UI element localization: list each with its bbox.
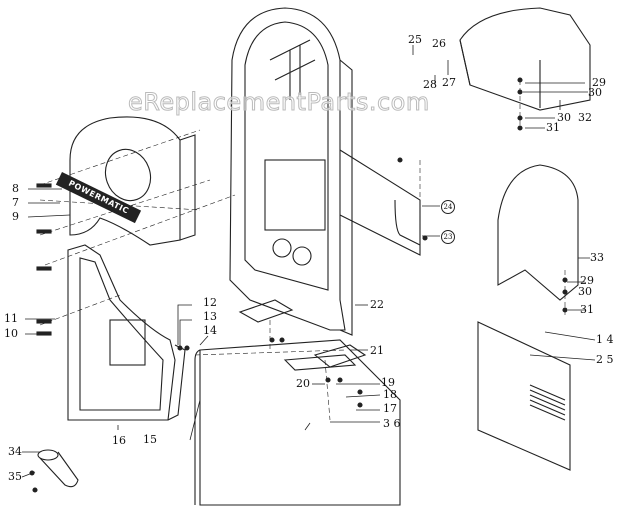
callout-15: 15: [143, 433, 157, 446]
callout-12: 12: [203, 296, 217, 309]
callout-9: 9: [12, 210, 19, 223]
callout-11: 11: [4, 312, 18, 325]
fasteners: [29, 77, 568, 493]
callout-28: 28: [423, 78, 437, 91]
callout-17: 17: [383, 402, 397, 415]
callout-27: 27: [442, 76, 456, 89]
watermark: eReplacementParts.com: [128, 88, 430, 117]
callout-22: 22: [370, 298, 384, 311]
frame-part-22: [229, 7, 353, 336]
callout-21: 21: [370, 344, 384, 357]
base-cabinet: [194, 339, 401, 506]
callout-31-guard: 31: [580, 303, 594, 316]
callout-7: 7: [12, 196, 19, 209]
callout-8: 8: [12, 182, 19, 195]
upper-wheel-cover: [69, 116, 196, 246]
callout-30-guard: 30: [578, 285, 592, 298]
callout-30-bottom: 30: [557, 111, 571, 124]
callout-31-top: 31: [546, 121, 560, 134]
callout-20: 20: [296, 377, 310, 390]
callout-14-door: 1 4: [596, 333, 614, 346]
callout-36: 3 6: [383, 417, 401, 430]
callout-18: 18: [383, 388, 397, 401]
callout-34: 34: [8, 445, 22, 458]
callout-14: 14: [203, 324, 217, 337]
callout-16: 16: [112, 434, 126, 447]
callout-25: 25: [408, 33, 422, 46]
callout-26: 26: [432, 37, 446, 50]
callout-35: 35: [8, 470, 22, 483]
callout-32: 32: [578, 111, 592, 124]
door-panel: [477, 321, 571, 471]
callout-25-door: 2 5: [596, 353, 614, 366]
top-cover: [459, 7, 591, 111]
callout-29-guard: 29: [580, 274, 594, 287]
callout-24: 24: [441, 200, 455, 214]
callout-29-top: 29: [592, 76, 606, 89]
tool-holder: [37, 449, 79, 488]
callout-23: 23: [441, 230, 455, 244]
callout-33: 33: [590, 251, 604, 264]
blade-guard: [497, 164, 579, 301]
lower-wheel-cover: [67, 244, 186, 421]
callout-30-top: 30: [588, 86, 602, 99]
callout-19: 19: [381, 376, 395, 389]
callout-10: 10: [4, 327, 18, 340]
callout-13: 13: [203, 310, 217, 323]
